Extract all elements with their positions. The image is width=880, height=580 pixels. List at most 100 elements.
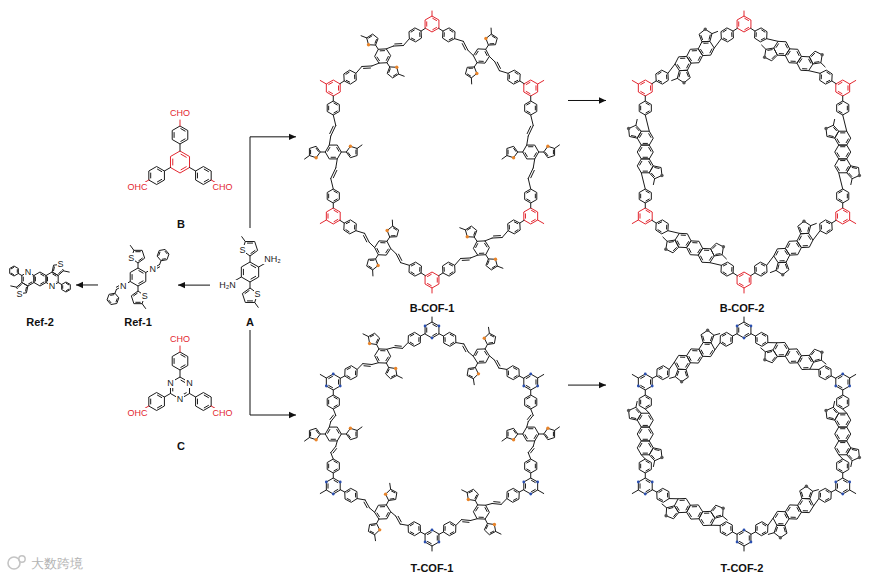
bond-line: [460, 228, 466, 230]
bond-line: [733, 334, 737, 336]
sulfur-mark: [704, 28, 707, 31]
bond-line: [731, 267, 732, 271]
bond-line: [646, 397, 649, 399]
ring-outline: [367, 259, 378, 270]
bond-line: [444, 267, 445, 271]
bond-line: [645, 203, 646, 208]
bond-line: [799, 59, 801, 63]
sulfur-mark: [546, 145, 549, 148]
bond-line: [527, 191, 530, 193]
bond-line: [11, 273, 13, 274]
ring-outline: [346, 146, 357, 157]
bond-line: [821, 75, 822, 79]
bond-line: [387, 369, 389, 372]
bond-line: [643, 439, 647, 440]
bond-line: [668, 231, 679, 234]
bond-line: [653, 461, 654, 467]
bond-line: [768, 533, 774, 535]
bond-line: [797, 351, 799, 355]
bond-line: [479, 361, 483, 362]
ring-outline: [473, 49, 489, 63]
ring-outline: [774, 525, 787, 537]
bond-line: [331, 415, 336, 421]
bond-line: [531, 480, 535, 482]
sulfur-mark: [467, 498, 470, 501]
bond-line: [334, 103, 337, 105]
bond-line: [527, 469, 530, 471]
bond-line: [328, 106, 329, 110]
bond-line: [640, 464, 641, 468]
sulfur-mark: [466, 235, 469, 238]
atom-label: NH₂: [263, 254, 282, 264]
bond-line: [190, 168, 196, 172]
bond-line: [710, 263, 721, 266]
bond-line: [116, 299, 117, 302]
bond-line: [204, 395, 208, 397]
bond-line: [841, 160, 845, 161]
bond-line: [165, 251, 167, 254]
ring-outline: [720, 522, 732, 536]
bond-line: [842, 473, 843, 478]
bond-line: [347, 499, 350, 501]
bond-line: [400, 524, 408, 525]
bond-line: [535, 464, 536, 468]
bond-line: [341, 152, 346, 153]
bond-line: [469, 68, 473, 69]
bond-line: [767, 39, 778, 42]
bond-line: [115, 290, 116, 294]
bond-line: [687, 64, 689, 68]
bond-line: [375, 40, 376, 44]
bond-line: [370, 531, 373, 533]
bond-line: [528, 415, 533, 421]
bond-line: [495, 62, 500, 71]
bond-line: [843, 210, 847, 212]
bond-line: [497, 266, 503, 268]
bond-line: [475, 495, 477, 498]
bond-line: [780, 260, 784, 261]
bond-line: [255, 302, 259, 307]
bond-line: [357, 145, 362, 149]
bond-line: [485, 243, 487, 247]
bond-line: [320, 434, 325, 435]
ring-outline: [836, 208, 850, 224]
ring-outline: [638, 80, 652, 96]
bond-line: [251, 250, 255, 253]
bond-line: [138, 263, 139, 268]
bond-line: [820, 371, 821, 375]
bond-line: [645, 473, 646, 478]
ring-outline: [674, 355, 690, 369]
bond-line: [365, 500, 369, 508]
bond-line: [17, 270, 18, 273]
bond-line: [527, 405, 530, 407]
bond-line: [744, 546, 745, 551]
ring-outline: [711, 505, 724, 518]
bond-line: [839, 191, 842, 193]
bond-line: [514, 490, 517, 492]
bond-line: [533, 159, 535, 168]
bond-line: [739, 541, 743, 543]
bond-line: [197, 399, 198, 404]
bond-line: [538, 375, 544, 379]
bond-line: [427, 541, 431, 543]
bond-line: [640, 429, 642, 433]
bond-line: [730, 527, 731, 531]
bond-line: [525, 214, 526, 218]
bond-line: [427, 532, 431, 534]
sulfur-mark: [384, 492, 387, 495]
bond-line: [791, 361, 795, 362]
nitrogen-mark: [841, 373, 844, 376]
ring-outline: [638, 478, 652, 494]
bond-line: [181, 139, 185, 141]
bond-line: [445, 527, 446, 531]
bond-line: [686, 363, 688, 367]
bond-line: [479, 253, 483, 254]
bond-line: [372, 270, 373, 276]
bond-line: [649, 416, 651, 420]
bond-line: [397, 375, 402, 378]
bond-line: [535, 380, 536, 384]
ring-outline: [835, 145, 851, 159]
bond-line: [839, 111, 842, 113]
ring-outline: [544, 146, 555, 157]
ring-outline: [737, 530, 751, 546]
